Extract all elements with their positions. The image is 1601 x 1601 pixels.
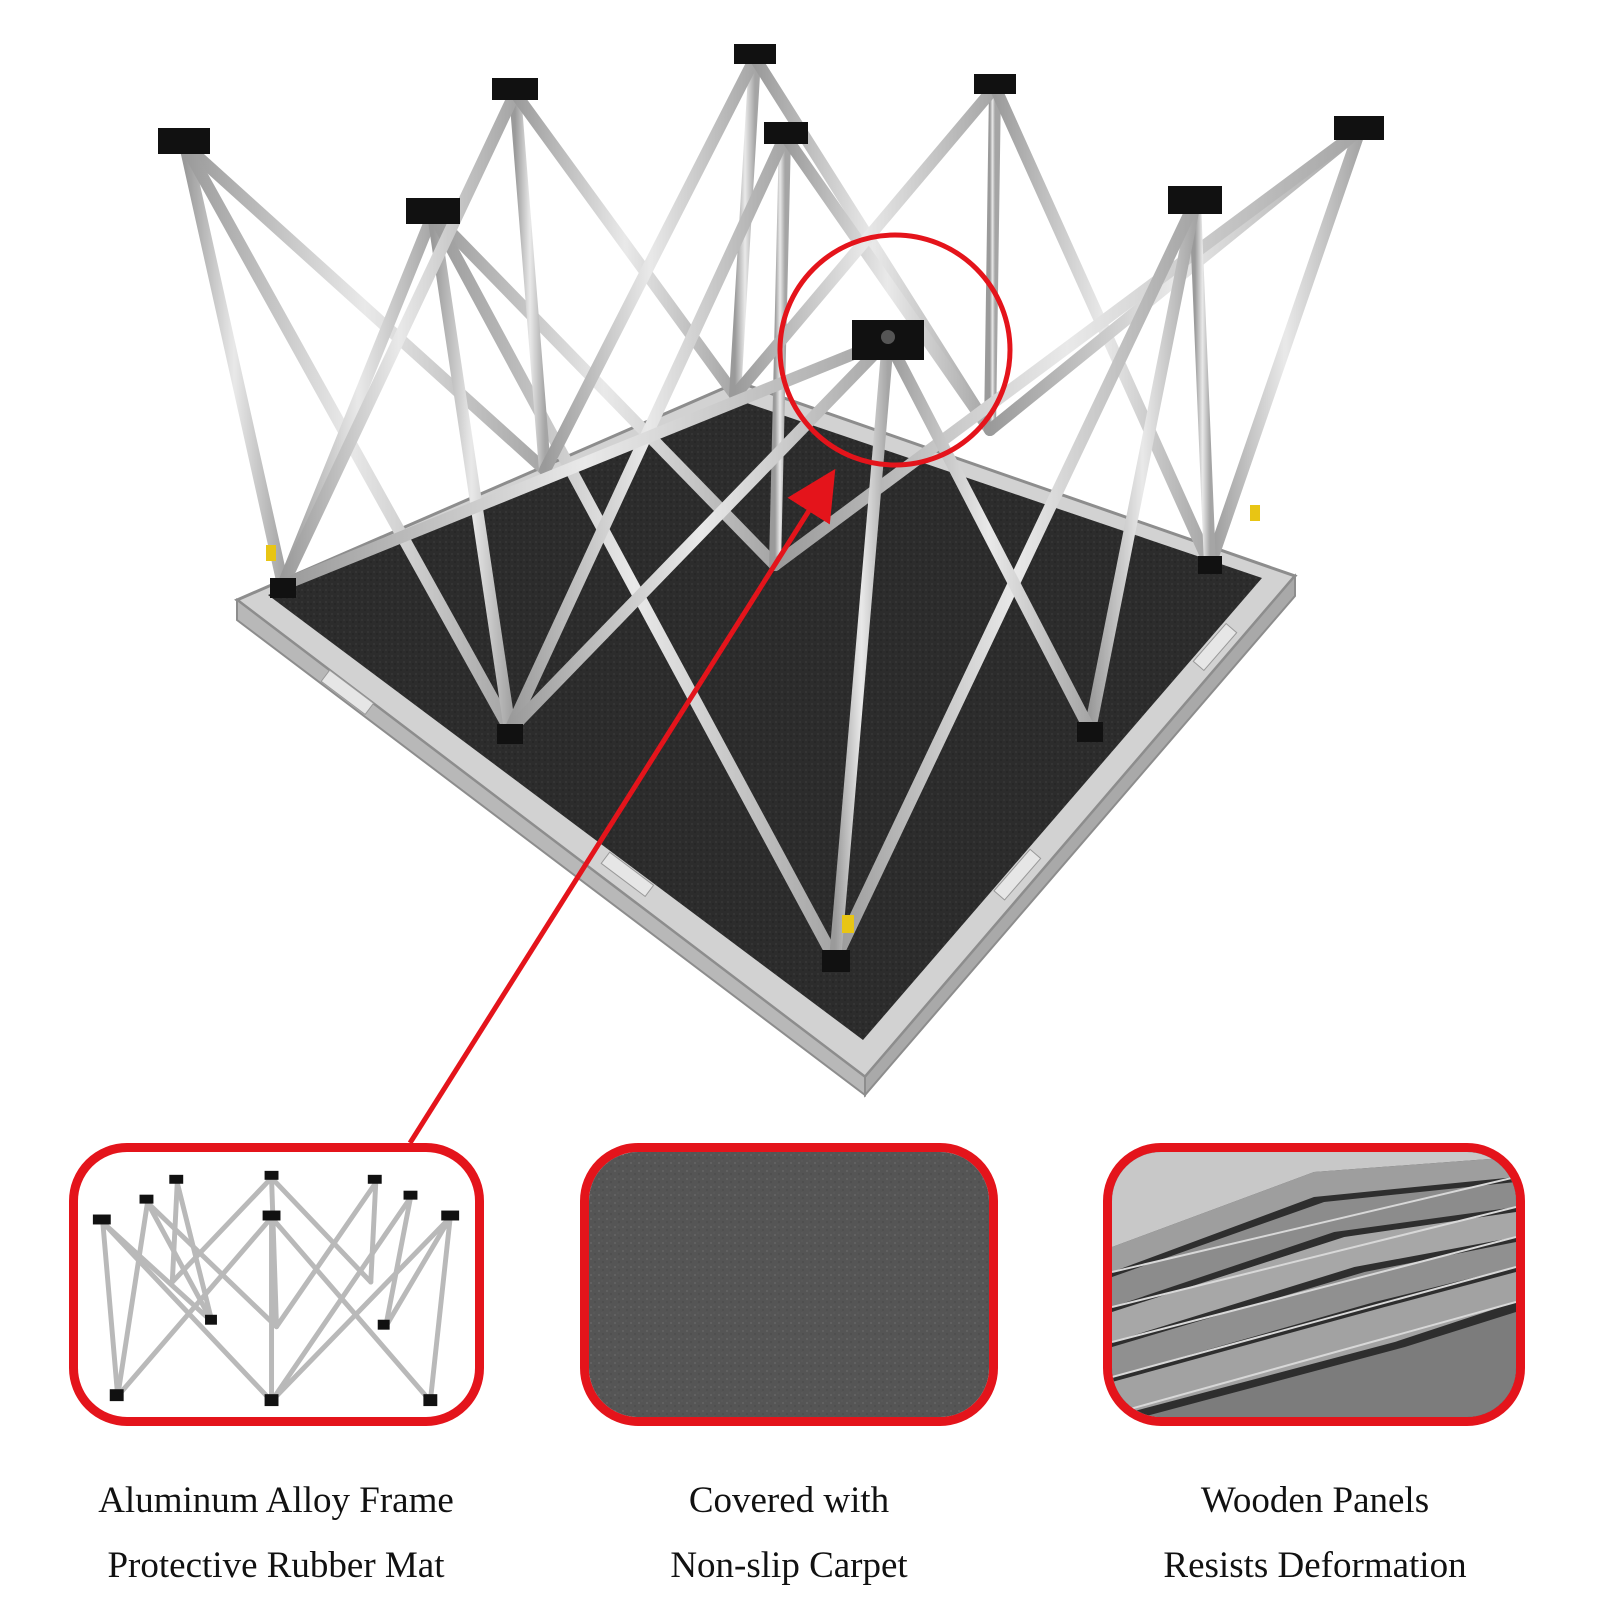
carpet-caption-line1: Covered with [688,1480,890,1521]
carpet-caption-line2: Non-slip Carpet [670,1545,908,1586]
folding-frame-image [92,1170,460,1407]
panels-caption-line2: Resists Deformation [1163,1545,1467,1586]
panels-thumbnail [1103,1143,1525,1426]
stage-platform-image [158,44,1384,1098]
carpet-caption: Covered with Non-slip Carpet [559,1468,1019,1598]
stacked-panels-image [1112,1152,1516,1417]
frame-caption-line1: Aluminum Alloy Frame [98,1480,454,1521]
frame-caption-line2: Protective Rubber Mat [107,1545,445,1586]
folding-frame-thumbnail [69,1143,484,1426]
leg-joint-highlight-circle [777,232,1013,468]
yellow-leg-labels [266,505,1260,933]
panels-caption-line1: Wooden Panels [1200,1480,1430,1521]
panels-caption: Wooden Panels Resists Deformation [1085,1468,1545,1598]
carpet-texture-image [589,1152,989,1417]
carpet-thumbnail [580,1143,998,1426]
leg-top-caps [158,44,1384,360]
frame-caption: Aluminum Alloy Frame Protective Rubber M… [46,1468,506,1598]
